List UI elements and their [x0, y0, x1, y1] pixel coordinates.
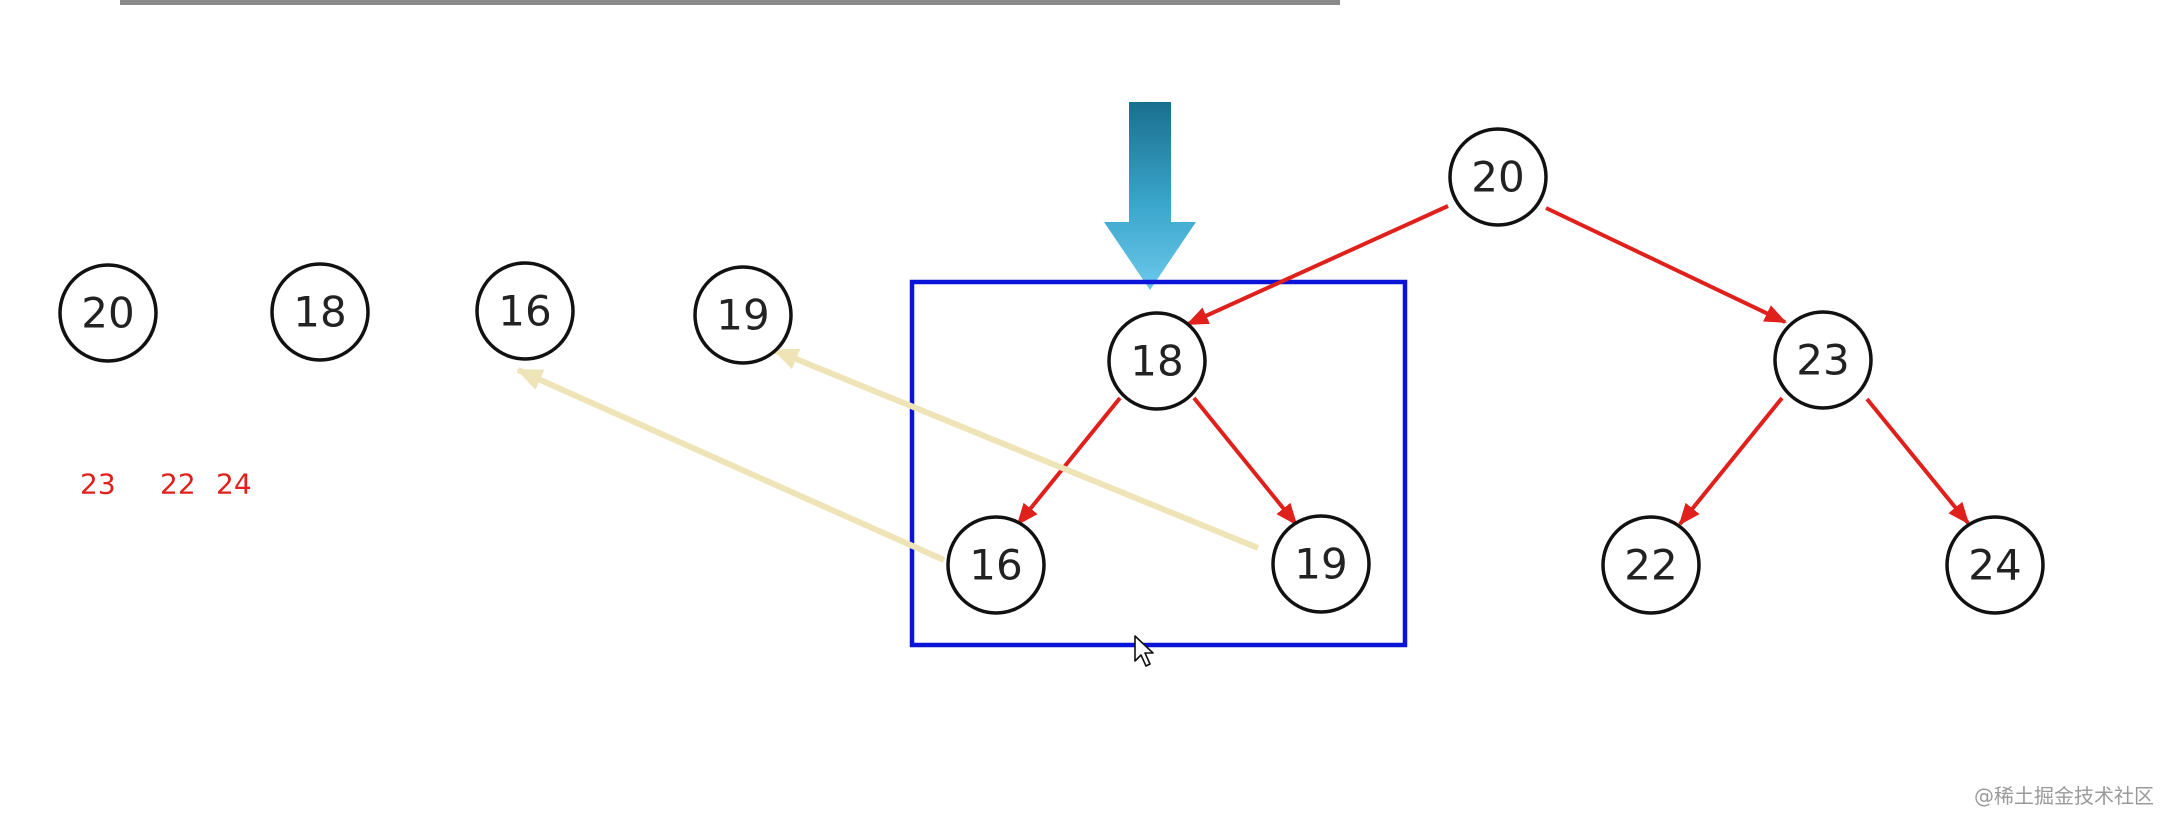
edge-left-leftright	[1192, 396, 1298, 526]
tree-node-label: 22	[1624, 541, 1677, 590]
tree-edges	[1016, 204, 1970, 526]
edge-root-right	[1545, 206, 1787, 324]
mouse-cursor-icon	[1134, 635, 1154, 667]
tree-node-label: 24	[1968, 541, 2021, 590]
tree-node-label: 23	[1796, 336, 1849, 385]
output-sequence-row: 20 18 16 19	[58, 261, 793, 365]
tree-node-right-right: 24	[1945, 515, 2045, 615]
queue-values: 23 22 24	[80, 468, 252, 501]
move-arrow-19	[772, 347, 1260, 551]
edge-right-rightright	[1865, 397, 1970, 525]
output-node-label: 16	[498, 287, 551, 336]
output-node-label: 20	[81, 289, 134, 338]
output-node-label: 18	[293, 288, 346, 337]
output-node-label: 19	[716, 291, 769, 340]
tree-node-right: 23	[1773, 310, 1873, 410]
queue-value: 23	[80, 468, 116, 501]
output-node: 19	[693, 265, 793, 365]
tree-node-label: 19	[1294, 540, 1347, 589]
move-arrows	[516, 347, 1260, 563]
binary-tree: 20 18 23 16 19 22 24	[946, 127, 2045, 615]
tree-node-left-left: 16	[946, 515, 1046, 615]
tree-node-label: 20	[1471, 153, 1524, 202]
output-node: 18	[270, 262, 370, 362]
tree-node-root: 20	[1448, 127, 1548, 227]
tree-node-left-right: 19	[1271, 514, 1371, 614]
edge-right-rightleft	[1678, 396, 1784, 526]
queue-value: 22	[160, 468, 196, 501]
move-arrow-16	[516, 367, 946, 563]
tree-node-left: 18	[1107, 311, 1207, 411]
output-node: 16	[475, 261, 575, 361]
top-cut-text-strip	[120, 0, 1340, 5]
tree-node-label: 16	[969, 541, 1022, 590]
pointer-down-arrow-icon	[1104, 102, 1196, 290]
tree-node-label: 18	[1130, 337, 1183, 386]
queue-value: 24	[216, 468, 252, 501]
tree-node-right-left: 22	[1601, 515, 1701, 615]
watermark-text: @稀土掘金技术社区	[1974, 784, 2154, 808]
subtree-highlight-box	[909, 279, 1408, 648]
edge-left-leftleft	[1016, 396, 1122, 526]
edge-root-left	[1186, 204, 1449, 326]
output-node: 20	[58, 263, 158, 363]
